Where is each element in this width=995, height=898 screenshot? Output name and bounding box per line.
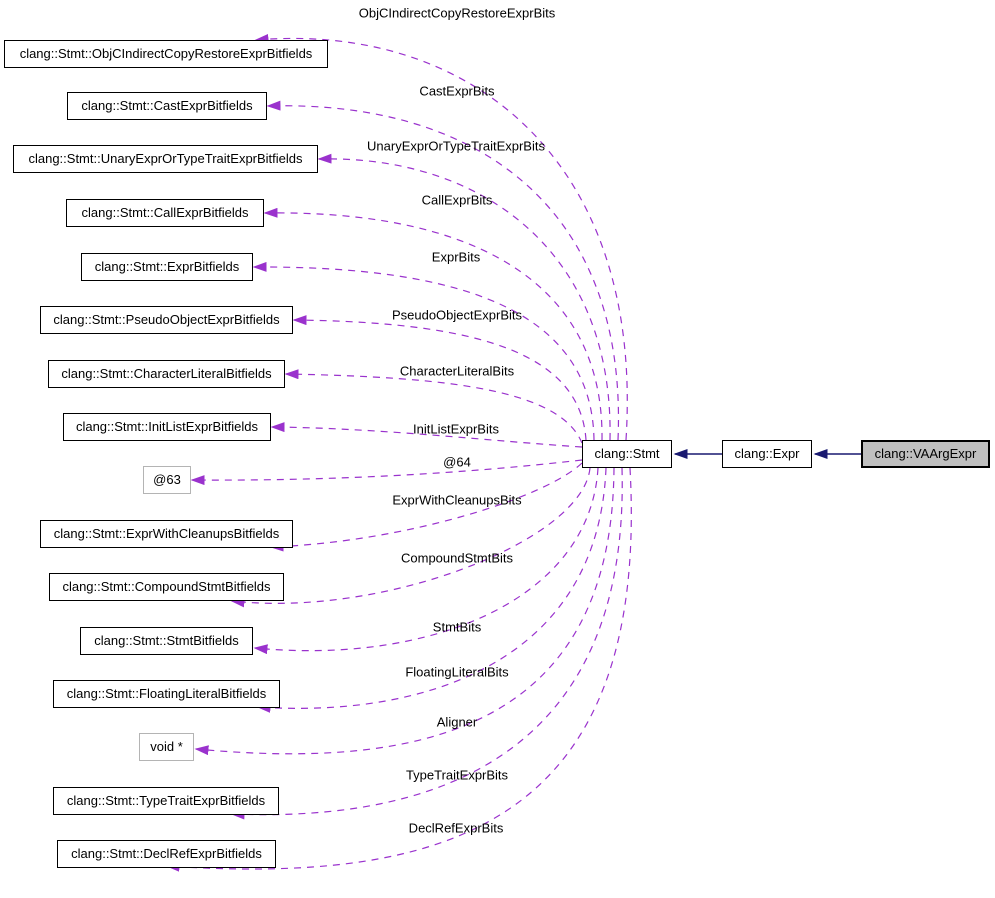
- node-label: clang::Stmt: [594, 446, 660, 461]
- node-pseudo-object-expr-bitfields[interactable]: clang::Stmt::PseudoObjectExprBitfields: [40, 306, 293, 334]
- node-label: clang::Stmt::CastExprBitfields: [81, 98, 253, 113]
- usage-edge-type-trait-expr: [230, 467, 623, 820]
- edge-label-call-expr-bits: CallExprBits: [421, 192, 493, 208]
- usage-edge-unary-expr-or-type-trait: [317, 153, 611, 441]
- edge-label-objc-indirect-copy-restore-expr-bits: ObjCIndirectCopyRestoreExprBits: [358, 5, 556, 21]
- node-label: clang::Stmt::FloatingLiteralBitfields: [66, 686, 267, 701]
- edge-label-compound-stmt-bits: CompoundStmtBits: [401, 550, 513, 566]
- edge-label-expr-bits: ExprBits: [431, 249, 481, 265]
- node-label: clang::Stmt::TypeTraitExprBitfields: [66, 793, 266, 808]
- node-cast-expr-bitfields[interactable]: clang::Stmt::CastExprBitfields: [67, 92, 267, 120]
- node-type-trait-expr-bitfields[interactable]: clang::Stmt::TypeTraitExprBitfields: [53, 787, 279, 815]
- usage-edge-decl-ref-expr: [165, 467, 632, 872]
- usage-edge-compound-stmt: [230, 467, 591, 608]
- usage-edge-expr-with-cleanups: [269, 462, 583, 552]
- edge-label-pseudo-object-expr-bits: PseudoObjectExprBits: [391, 307, 523, 323]
- node-init-list-expr-bitfields[interactable]: clang::Stmt::InitListExprBitfields: [63, 413, 271, 441]
- usage-edge-pseudo-object-expr: [292, 315, 587, 441]
- node-label: clang::Stmt::ExprBitfields: [94, 259, 240, 274]
- node-label: clang::Stmt::ExprWithCleanupsBitfields: [53, 526, 280, 541]
- node-label: clang::Stmt::CompoundStmtBitfields: [62, 579, 271, 594]
- usage-edge-expr: [252, 261, 595, 441]
- node-label: clang::Stmt::UnaryExprOrTypeTraitExprBit…: [28, 151, 303, 166]
- node-label: clang::Stmt::CharacterLiteralBitfields: [61, 366, 272, 381]
- node-floating-literal-bitfields[interactable]: clang::Stmt::FloatingLiteralBitfields: [53, 680, 280, 708]
- usage-edge-character-literal: [284, 369, 583, 444]
- usage-edge-objc-indirect-copy-restore: [254, 33, 628, 441]
- node-expr-with-cleanups-bitfields[interactable]: clang::Stmt::ExprWithCleanupsBitfields: [40, 520, 293, 548]
- node-decl-ref-expr-bitfields[interactable]: clang::Stmt::DeclRefExprBitfields: [57, 840, 276, 868]
- usage-edge-init-list-expr: [270, 422, 583, 448]
- edge-label-unary-expr-or-type-trait-expr-bits: UnaryExprOrTypeTraitExprBits: [367, 138, 545, 154]
- node-objc-indirect-copy-restore-expr-bitfields[interactable]: clang::Stmt::ObjCIndirectCopyRestoreExpr…: [4, 40, 328, 68]
- edge-label-anon-64: @64: [443, 454, 471, 470]
- node-label: @63: [153, 472, 181, 487]
- usage-edge-aligner: [194, 467, 615, 756]
- node-compound-stmt-bitfields[interactable]: clang::Stmt::CompoundStmtBitfields: [49, 573, 284, 601]
- edge-label-floating-literal-bits: FloatingLiteralBits: [405, 664, 509, 680]
- edge-label-character-literal-bits: CharacterLiteralBits: [399, 363, 515, 379]
- node-label: void *: [150, 739, 183, 754]
- node-call-expr-bitfields[interactable]: clang::Stmt::CallExprBitfields: [66, 199, 264, 227]
- node-label: clang::VAArgExpr: [874, 446, 977, 461]
- node-anonymous-63[interactable]: @63: [143, 466, 191, 494]
- node-label: clang::Stmt::StmtBitfields: [94, 633, 239, 648]
- node-clang-vaarg-expr: clang::VAArgExpr: [861, 440, 990, 468]
- node-character-literal-bitfields[interactable]: clang::Stmt::CharacterLiteralBitfields: [48, 360, 285, 388]
- node-clang-expr[interactable]: clang::Expr: [722, 440, 812, 468]
- usage-edge-floating-literal: [256, 467, 607, 713]
- edge-label-aligner: Aligner: [436, 714, 478, 730]
- node-clang-stmt[interactable]: clang::Stmt: [582, 440, 672, 468]
- node-label: clang::Stmt::PseudoObjectExprBitfields: [53, 312, 280, 327]
- node-stmt-bitfields[interactable]: clang::Stmt::StmtBitfields: [80, 627, 253, 655]
- node-label: clang::Stmt::InitListExprBitfields: [75, 419, 259, 434]
- node-label: clang::Stmt::DeclRefExprBitfields: [71, 846, 262, 861]
- edge-label-expr-with-cleanups-bits: ExprWithCleanupsBits: [392, 492, 522, 508]
- node-label: clang::Expr: [734, 446, 800, 461]
- usage-edge-call-expr: [263, 207, 603, 441]
- edge-label-stmt-bits: StmtBits: [432, 619, 482, 635]
- node-void-pointer[interactable]: void *: [139, 733, 194, 761]
- usage-edge-cast-expr: [266, 100, 620, 441]
- edge-label-init-list-expr-bits: InitListExprBits: [413, 421, 499, 437]
- node-expr-bitfields[interactable]: clang::Stmt::ExprBitfields: [81, 253, 253, 281]
- node-label: clang::Stmt::CallExprBitfields: [81, 205, 249, 220]
- edge-label-type-trait-expr-bits: TypeTraitExprBits: [405, 767, 509, 783]
- usage-edge-anon-64: [190, 459, 583, 486]
- edge-label-decl-ref-expr-bits: DeclRefExprBits: [408, 820, 504, 836]
- edge-label-cast-expr-bits: CastExprBits: [419, 83, 495, 99]
- node-label: clang::Stmt::ObjCIndirectCopyRestoreExpr…: [19, 46, 313, 61]
- node-unary-expr-or-type-trait-expr-bitfields[interactable]: clang::Stmt::UnaryExprOrTypeTraitExprBit…: [13, 145, 318, 173]
